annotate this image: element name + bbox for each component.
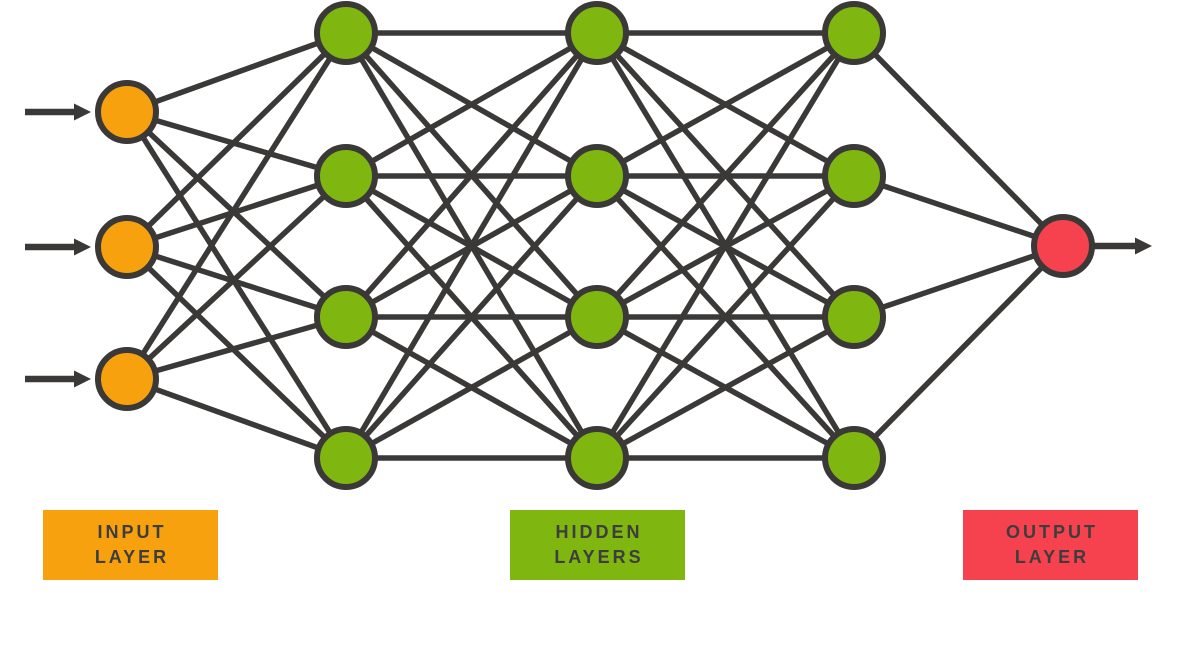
connection-line: [126, 109, 347, 179]
connection-line: [853, 173, 1064, 249]
hidden-3-node-1: [822, 1, 886, 65]
input-arrow-head-icon: [74, 370, 91, 388]
hidden-2-node-4: [565, 426, 629, 490]
hidden-layers-label: HIDDEN LAYERS: [510, 510, 685, 580]
connection-line: [126, 244, 347, 320]
hidden-2-node-3: [565, 285, 629, 349]
connection-line: [595, 30, 856, 179]
output-layer-label-line2: LAYER: [1014, 547, 1090, 567]
input-node-2: [95, 215, 159, 279]
connection-line: [124, 31, 349, 381]
output-arrow-head-icon: [1135, 237, 1152, 255]
connection-line: [594, 174, 857, 460]
connection-line: [594, 31, 857, 460]
hidden-2-node-2: [565, 144, 629, 208]
input-layer-label-line2: LAYER: [94, 547, 170, 567]
hidden-3-node-4: [822, 426, 886, 490]
hidden-3-node-3: [822, 285, 886, 349]
hidden-3-node-2: [822, 144, 886, 208]
connection-line: [126, 376, 347, 461]
connection-line: [124, 110, 349, 460]
connection-line: [852, 244, 1065, 460]
hidden-1-node-4: [314, 426, 378, 490]
connection-line: [126, 30, 347, 115]
connection-line: [126, 314, 347, 382]
output-layer-label: OUTPUT LAYER: [963, 510, 1138, 580]
hidden-2-node-1: [565, 1, 629, 65]
connection-line: [594, 31, 857, 319]
connection-line: [343, 31, 600, 319]
connection-line: [852, 31, 1065, 248]
connection-line: [125, 109, 348, 320]
connection-line: [595, 314, 856, 461]
hidden-1-node-1: [314, 1, 378, 65]
hidden-1-node-2: [314, 144, 378, 208]
connection-line: [125, 31, 348, 249]
connection-line: [853, 243, 1064, 320]
input-arrow-head-icon: [74, 103, 91, 121]
connection-line: [344, 30, 599, 179]
hidden-1-node-3: [314, 285, 378, 349]
input-node-1: [95, 80, 159, 144]
connection-line: [125, 173, 348, 382]
output-layer-label-line1: OUTPUT: [1006, 522, 1098, 542]
hidden-layers-label-line2: LAYERS: [554, 547, 644, 567]
hidden-layers-label-line1: HIDDEN: [555, 522, 643, 542]
connection-line: [344, 314, 599, 461]
output-node-1: [1031, 214, 1095, 278]
input-layer-label: INPUT LAYER: [43, 510, 218, 580]
connection-line: [343, 31, 600, 460]
connection-line: [125, 245, 348, 460]
input-layer-label-line1: INPUT: [97, 522, 167, 542]
input-node-3: [95, 347, 159, 411]
input-arrow-head-icon: [74, 238, 91, 256]
connection-line: [343, 174, 600, 460]
connection-line: [126, 173, 347, 250]
